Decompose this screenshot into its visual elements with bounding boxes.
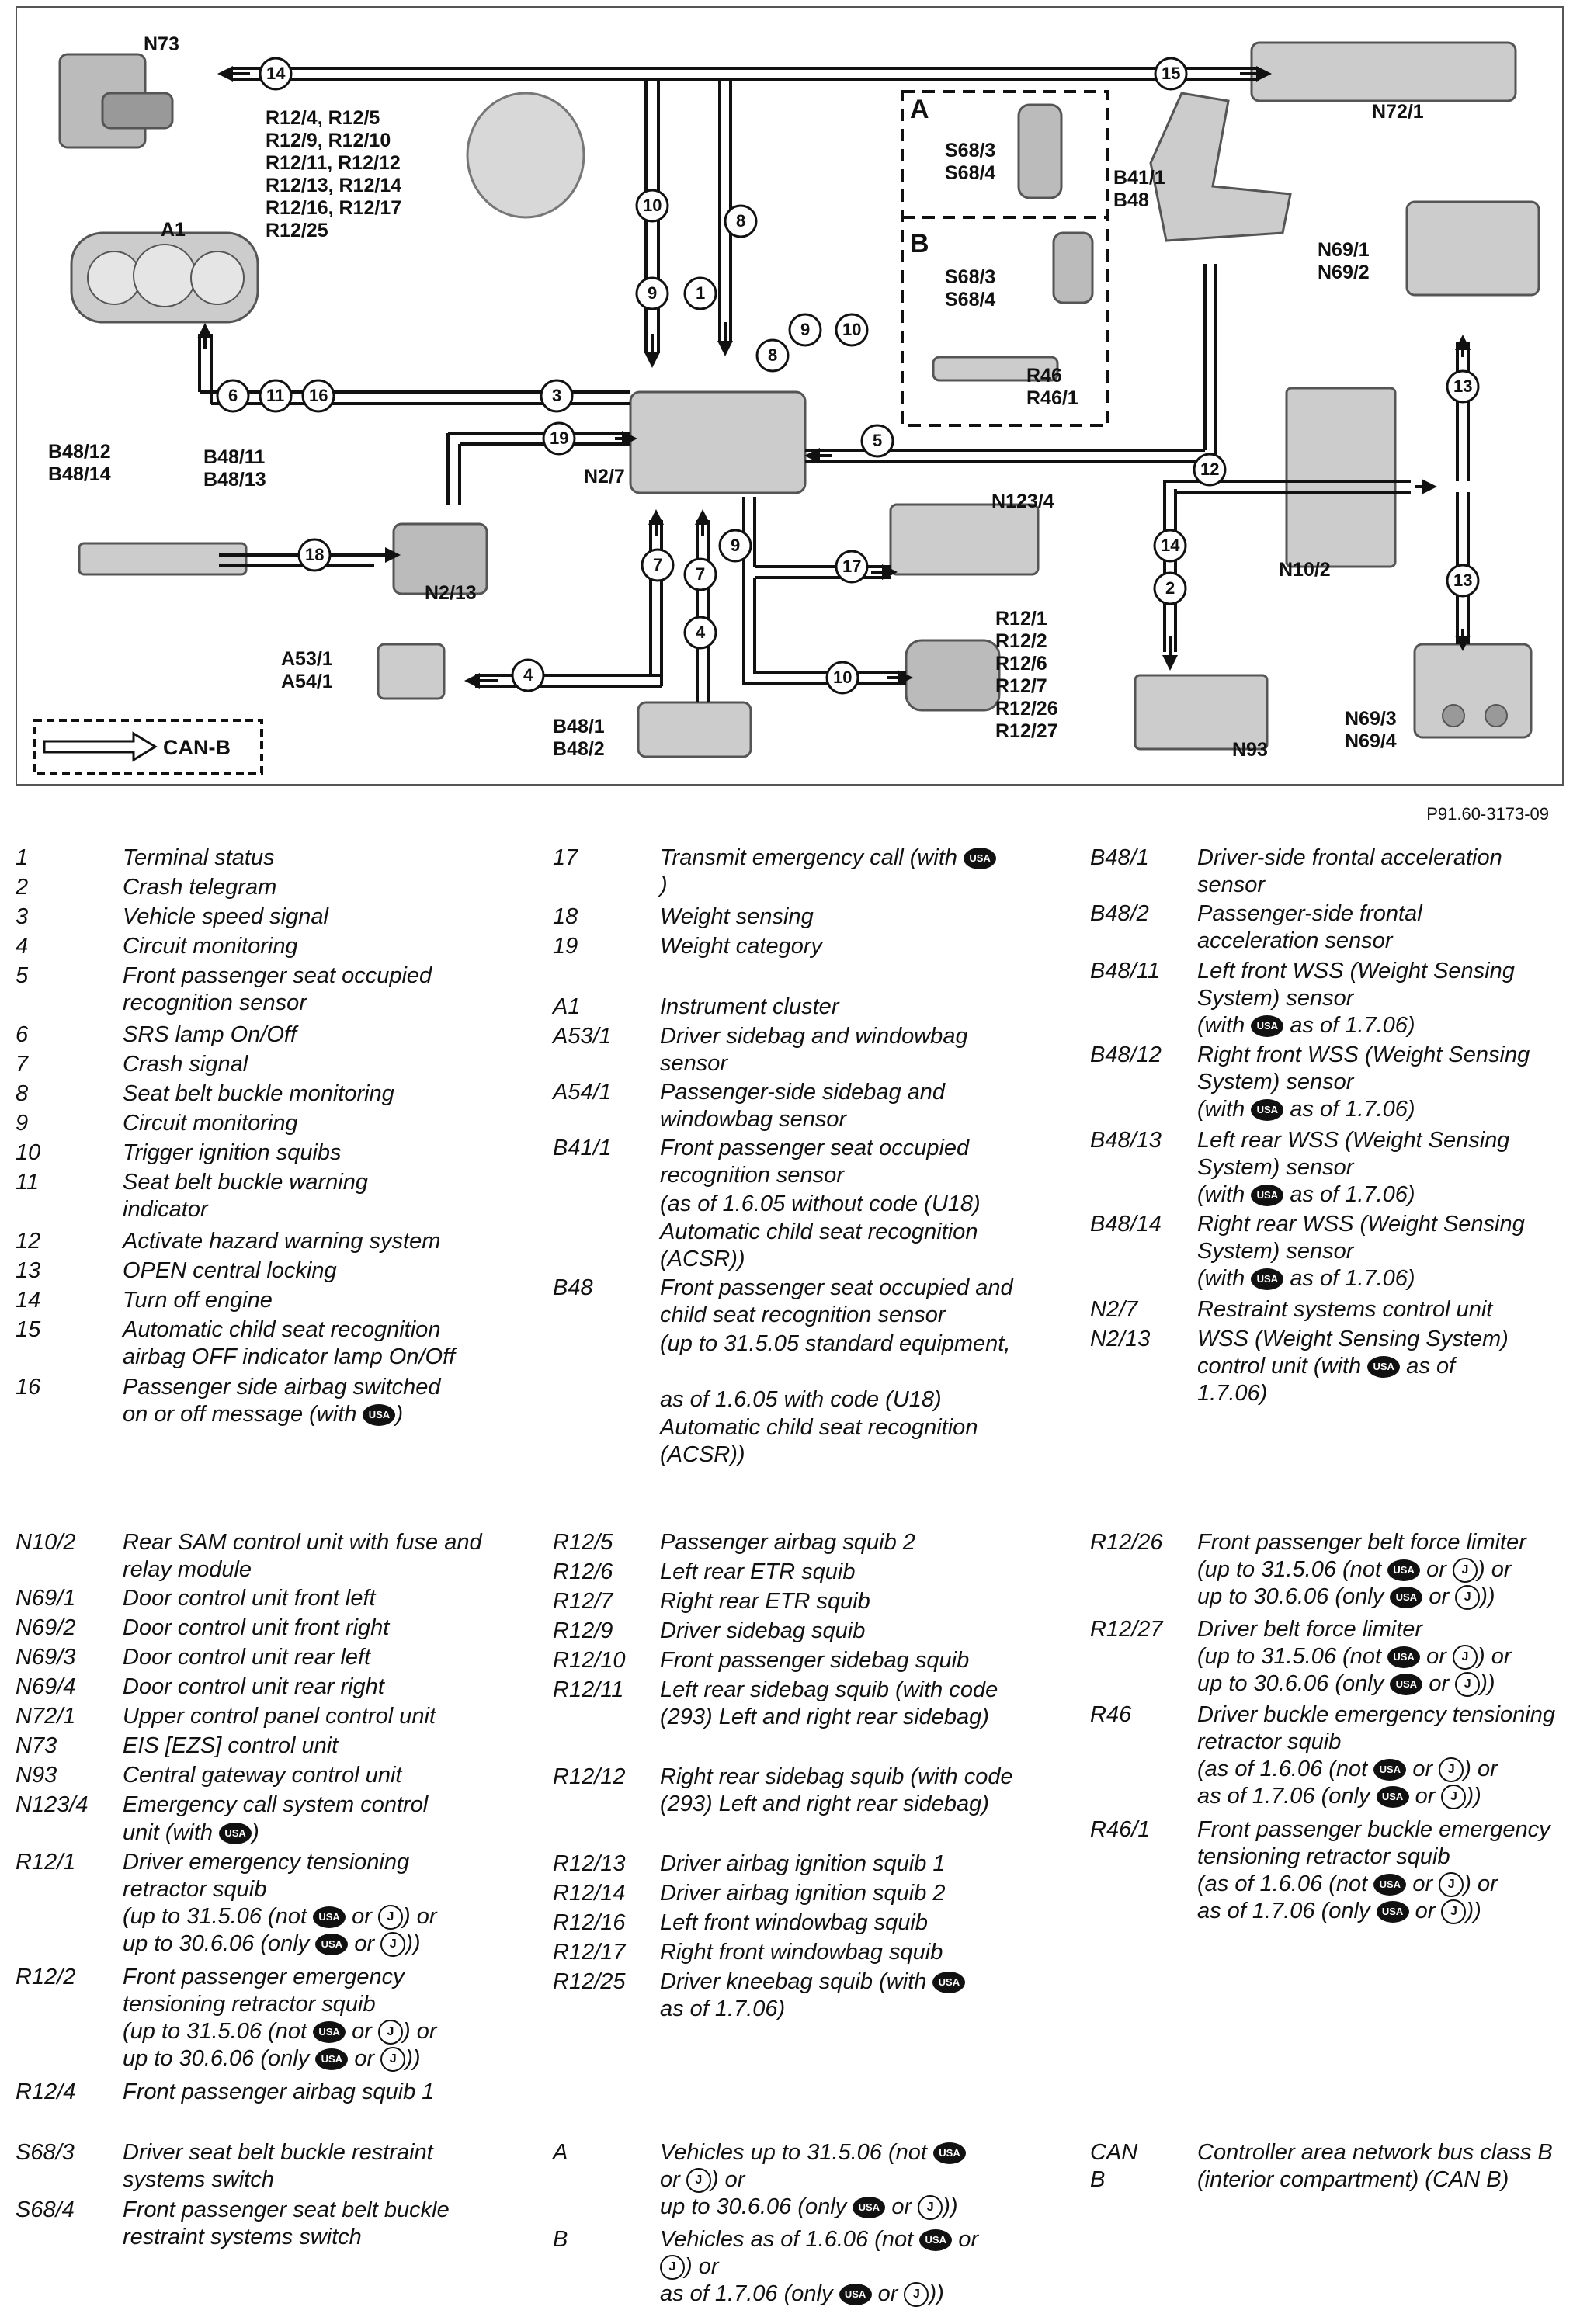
usa-badge-icon: USA (1251, 1099, 1284, 1122)
usa-badge-icon: USA (363, 1404, 396, 1427)
label-group-a: A (910, 95, 929, 124)
label-n93: N93 (1232, 739, 1268, 761)
group-box (901, 90, 1109, 427)
label-n10-2: N10/2 (1279, 559, 1331, 581)
usa-badge-icon: USA (1251, 1015, 1284, 1038)
diagram-svg (33, 41, 1540, 775)
j-badge-icon: J (380, 2047, 406, 2073)
usa-badge-icon: USA (1390, 1587, 1423, 1609)
wiring-diagram: N73 N72/1 R12/4, R12/5 R12/9, R12/10 R12… (16, 6, 1564, 786)
instrument-cluster-drawing (70, 231, 259, 324)
label-a53-1: A53/1 A54/1 (281, 648, 333, 692)
j-badge-icon: J (1441, 1785, 1467, 1810)
label-r12-bottom: R12/1 R12/2 R12/6 R12/7 R12/26 R12/27 (995, 608, 1058, 742)
label-s68-a: S68/3 S68/4 (945, 140, 996, 184)
label-group-b: B (910, 229, 929, 258)
usa-badge-icon: USA (1376, 1901, 1409, 1923)
label-b48-11: B48/11 B48/13 (203, 446, 266, 491)
usa-badge-icon: USA (964, 848, 997, 870)
wss-sensors-drawing (78, 542, 248, 576)
usa-badge-icon: USA (1376, 1786, 1409, 1809)
label-n2-7: N2/7 (584, 466, 625, 487)
side-sensor-drawing (377, 643, 446, 700)
j-badge-icon: J (1455, 1585, 1481, 1611)
j-badge-icon: J (660, 2255, 685, 2281)
label-n73: N73 (144, 33, 179, 55)
usa-badge-icon: USA (219, 1823, 252, 1845)
door-control-rear-drawing (1413, 643, 1533, 739)
j-badge-icon: J (1441, 1899, 1467, 1925)
usa-badge-icon: USA (315, 1934, 349, 1956)
label-b48-12: B48/12 B48/14 (48, 441, 111, 485)
label-r12-group: R12/4, R12/5 R12/9, R12/10 R12/11, R12/1… (266, 107, 402, 241)
usa-badge-icon: USA (1367, 1356, 1401, 1379)
usa-badge-icon: USA (919, 2229, 953, 2252)
j-badge-icon: J (1452, 1558, 1478, 1583)
diagram-labels: N73 N72/1 R12/4, R12/5 R12/9, R12/10 R12… (48, 33, 1473, 761)
j-badge-icon: J (686, 2168, 711, 2194)
usa-badge-icon: USA (1373, 1759, 1407, 1781)
j-badge-icon: J (1439, 1872, 1464, 1898)
usa-badge-icon: USA (932, 1972, 966, 1994)
usa-badge-icon: USA (1373, 1874, 1407, 1896)
j-badge-icon: J (1452, 1645, 1478, 1670)
buckle-b-drawing (932, 231, 1094, 382)
canb-legend-box (33, 719, 263, 775)
frontal-sensor-drawing (637, 701, 752, 758)
label-canb: CAN-B (163, 736, 231, 759)
usa-badge-icon: USA (1251, 1268, 1284, 1291)
j-badge-icon: J (1455, 1672, 1481, 1698)
usa-badge-icon: USA (315, 2048, 349, 2071)
usa-badge-icon: USA (1387, 1646, 1421, 1669)
label-a1: A1 (161, 219, 186, 241)
airbag-drawing (466, 92, 585, 219)
control-panel-drawing (1250, 41, 1517, 102)
seat-drawing (1149, 92, 1292, 242)
usa-badge-icon: USA (313, 2021, 346, 2044)
usa-badge-icon: USA (839, 2284, 872, 2306)
label-b48-1: B48/1 B48/2 (553, 716, 605, 760)
usa-badge-icon: USA (853, 2197, 886, 2219)
usa-badge-icon: USA (1390, 1674, 1423, 1696)
fuse-box-drawing (1285, 387, 1397, 568)
usa-badge-icon: USA (933, 2142, 966, 2165)
j-badge-icon: J (918, 2195, 943, 2221)
label-n72-1: N72/1 (1372, 101, 1424, 123)
j-badge-icon: J (904, 2282, 929, 2308)
usa-badge-icon: USA (1387, 1559, 1421, 1582)
ignition-switch-drawing (58, 53, 174, 149)
buckle-a-drawing (1017, 103, 1063, 199)
label-n2-13: N2/13 (425, 582, 477, 604)
emergency-call-unit-drawing (889, 503, 1040, 576)
label-n123-4: N123/4 (991, 491, 1054, 512)
usa-badge-icon: USA (1251, 1185, 1284, 1207)
label-n69-rear: N69/3 N69/4 (1345, 708, 1397, 752)
usa-badge-icon: USA (313, 1906, 346, 1929)
label-n69-front: N69/1 N69/2 (1318, 239, 1370, 283)
j-badge-icon: J (377, 2020, 403, 2045)
figure-id: P91.60-3173-09 (1426, 804, 1549, 824)
j-badge-icon: J (380, 1932, 406, 1958)
label-b41-1: B41/1 B48 (1113, 167, 1165, 211)
label-s68-b: S68/3 S68/4 (945, 266, 996, 310)
gateway-drawing (1134, 674, 1269, 751)
label-r46: R46 R46/1 (1026, 365, 1078, 409)
j-badge-icon: J (1439, 1757, 1464, 1783)
j-badge-icon: J (377, 1905, 403, 1930)
door-control-front-drawing (1405, 200, 1540, 297)
